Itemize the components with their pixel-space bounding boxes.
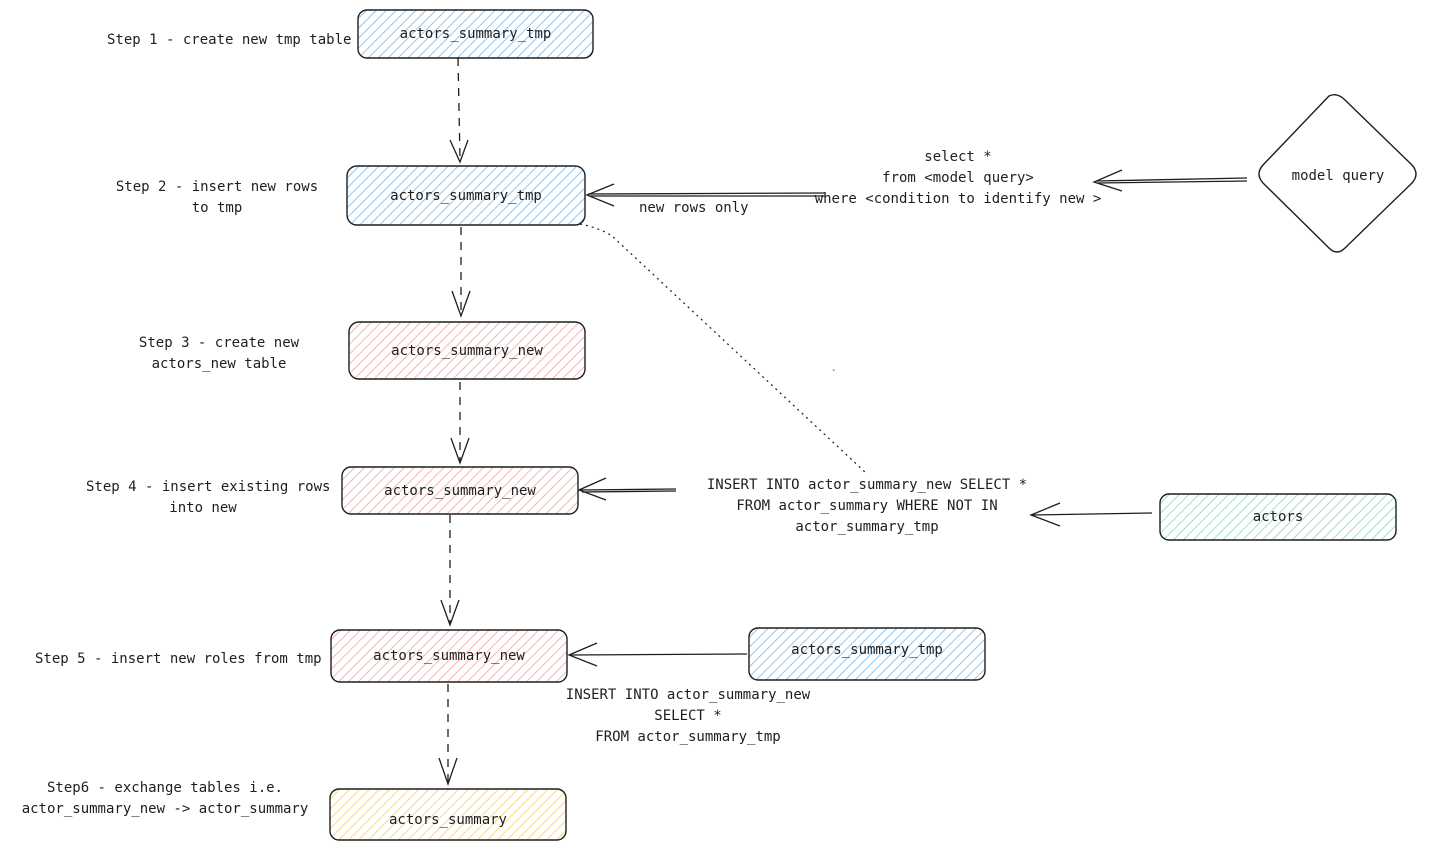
box-actors-summary-new-step3 bbox=[348, 321, 586, 380]
box-actors-source bbox=[1159, 493, 1397, 541]
step1-label: Step 1 - create new tmp table bbox=[107, 32, 352, 48]
step2-label: Step 2 - insert new rows to tmp bbox=[115, 179, 319, 216]
arrow-tmp-source-to-new5 bbox=[567, 642, 748, 667]
node-model-query: model query bbox=[1291, 168, 1385, 184]
node-actors: actors bbox=[1252, 509, 1304, 525]
arrow-insert-to-new4 bbox=[577, 477, 677, 501]
box-actors-summary-tmp-step2 bbox=[346, 165, 586, 226]
stray-dot: ˯ bbox=[832, 361, 839, 372]
dotted-connector-tmp-to-insert bbox=[579, 223, 867, 474]
step3-label: Step 3 - create new actors_new table bbox=[138, 335, 300, 372]
node-actors-summary-tmp-step1: actors_summary_tmp bbox=[399, 26, 552, 42]
arrow-model-query-to-select bbox=[1092, 169, 1248, 192]
step5-label: Step 5 - insert new roles from tmp bbox=[35, 651, 322, 667]
arrow-step3-to-step4 bbox=[450, 382, 470, 465]
node-actors-summary-new-step5: actors_summary_new bbox=[373, 648, 525, 664]
node-actors-summary-new-step4: actors_summary_new bbox=[384, 482, 536, 499]
edge-label-new-rows-only: new rows only bbox=[639, 200, 749, 216]
box-actors-summary-tmp-source bbox=[748, 627, 986, 681]
box-actors-summary-new-step4 bbox=[341, 466, 579, 515]
edge-label-insert-existing: INSERT INTO actor_summary_new SELECT * F… bbox=[706, 477, 1028, 535]
node-actors-summary-tmp-step2: actors_summary_tmp bbox=[390, 187, 542, 204]
box-actors-summary-new-step5 bbox=[330, 629, 568, 683]
diamond-model-query bbox=[1258, 93, 1417, 253]
step4-label: Step 4 - insert existing rows into new bbox=[86, 479, 331, 516]
arrow-select-to-tmp bbox=[585, 183, 826, 207]
arrow-actors-to-insert bbox=[1029, 502, 1153, 527]
arrow-step4-to-step5 bbox=[440, 515, 460, 627]
arrow-step5-to-step6 bbox=[438, 684, 458, 786]
node-actors-summary-step6: actors_summary bbox=[388, 811, 507, 828]
node-actors-summary-new-step3: actors_summary_new bbox=[391, 342, 543, 359]
arrow-step2-to-step3 bbox=[451, 227, 471, 318]
edge-label-select-query: select * from <model query> where <condi… bbox=[814, 149, 1102, 207]
box-actors-summary-step6 bbox=[329, 788, 567, 841]
edge-label-insert-new: INSERT INTO actor_summary_new SELECT * F… bbox=[565, 687, 811, 745]
node-actors-summary-tmp-source: actors_summary_tmp bbox=[791, 642, 943, 658]
arrow-step1-to-step2 bbox=[449, 57, 469, 164]
step6-label: Step6 - exchange tables i.e. actor_summa… bbox=[21, 780, 309, 817]
box-actors-summary-tmp-step1 bbox=[357, 9, 594, 59]
